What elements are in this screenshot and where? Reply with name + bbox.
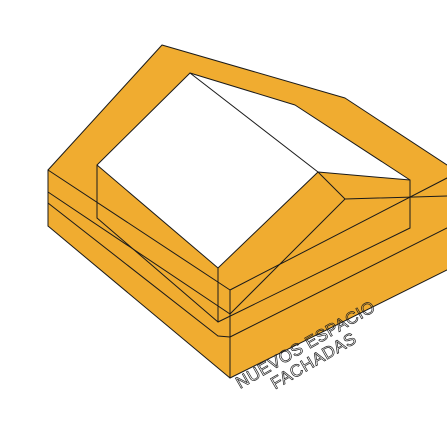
roof-right-slope xyxy=(190,73,410,180)
facade-line-upper xyxy=(47,191,231,315)
gable-roof xyxy=(97,73,410,268)
facade-line-front-mid xyxy=(229,198,346,315)
roof-eave-front xyxy=(217,171,319,269)
building-outlines xyxy=(47,44,447,379)
inner-wall-front-base xyxy=(217,227,411,323)
roof-outline xyxy=(96,72,411,229)
bottom-left-edge xyxy=(47,225,231,379)
roof-eave-left xyxy=(96,164,219,269)
roof-ridge xyxy=(189,72,319,173)
inner-wall-left-base xyxy=(96,217,219,323)
facade-line-gable-base xyxy=(317,171,346,200)
outer-rim-edge xyxy=(47,44,447,171)
facade-line-front-slope xyxy=(344,195,447,200)
facade-line-connector xyxy=(217,335,231,338)
base-left-top-edge xyxy=(47,169,231,291)
facade-line-lower xyxy=(47,202,219,337)
bottom-right-edge xyxy=(229,269,447,379)
facade-line-front-upper xyxy=(229,227,447,338)
front-side-face xyxy=(230,178,447,378)
roof-back-gable xyxy=(317,171,411,181)
roof-left-slope xyxy=(97,73,318,268)
